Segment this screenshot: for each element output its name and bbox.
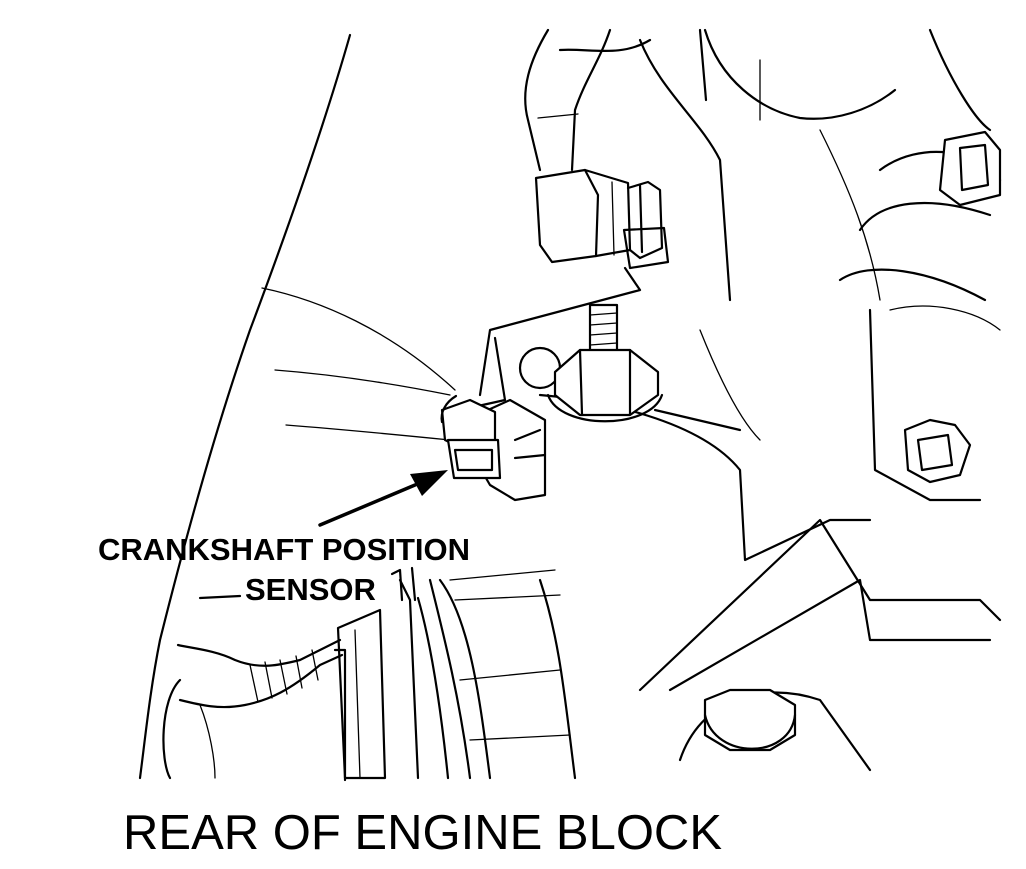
lower-left-hose: [162, 638, 344, 780]
callout-label-line2: SENSOR: [245, 572, 376, 607]
sensor-leader: [390, 566, 417, 602]
mounting-bracket: [458, 266, 982, 562]
left-panel: [138, 33, 456, 780]
callout-arrow: [318, 470, 448, 527]
lower-right-casting: [638, 518, 1002, 772]
engine-block-top: [638, 28, 1002, 331]
callout-label-line1: CRANKSHAFT POSITION: [98, 532, 470, 567]
upper-right-bolt: [938, 130, 1002, 207]
lower-housing: [333, 569, 577, 782]
middle-right-bolt: [903, 418, 972, 484]
upper-hose: [524, 28, 652, 172]
crankshaft-sensor: [440, 394, 547, 502]
upper-connector: [534, 168, 670, 270]
stud-nut: [546, 303, 664, 423]
figure-caption: REAR OF ENGINE BLOCK: [123, 806, 722, 860]
callout-leader: [198, 594, 242, 600]
